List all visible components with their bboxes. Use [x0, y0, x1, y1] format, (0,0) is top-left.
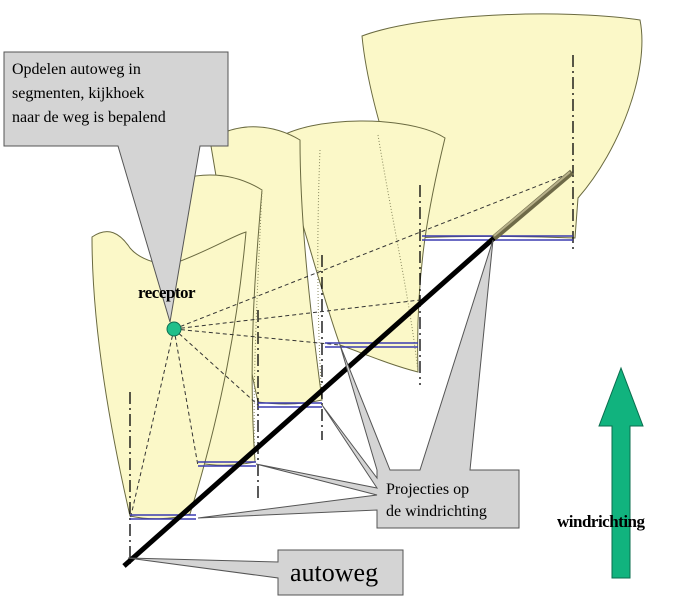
callout-segments-line-1: Opdelen autoweg in	[12, 61, 141, 78]
road	[122, 169, 574, 568]
callout-projections-line-1: Projecties op	[386, 481, 470, 498]
callout-segments	[3, 51, 229, 323]
receptor-dot	[166, 321, 182, 337]
sight-rays	[129, 171, 574, 521]
callout-projections	[197, 239, 520, 529]
callout-segments-line-2: segmenten, kijkhoek	[12, 85, 145, 102]
callout-projections-text: Projecties op de windrichting	[386, 479, 487, 523]
projection-bar-2	[198, 461, 256, 467]
callout-autoweg	[127, 549, 404, 596]
projection-bar-3	[258, 402, 322, 408]
wind-arrow-icon	[598, 366, 644, 579]
callout-segments-text: Opdelen autoweg in segmenten, kijkhoek n…	[12, 58, 166, 130]
plume-segment-4	[274, 120, 446, 373]
receptor-label: receptor	[138, 283, 196, 302]
callout-projections-line-2: de windrichting	[386, 503, 487, 520]
windrichting-label: windrichting	[557, 512, 645, 531]
autoweg-label: autoweg	[290, 558, 379, 587]
callout-segments-line-3: naar de weg is bepalend	[12, 109, 166, 126]
